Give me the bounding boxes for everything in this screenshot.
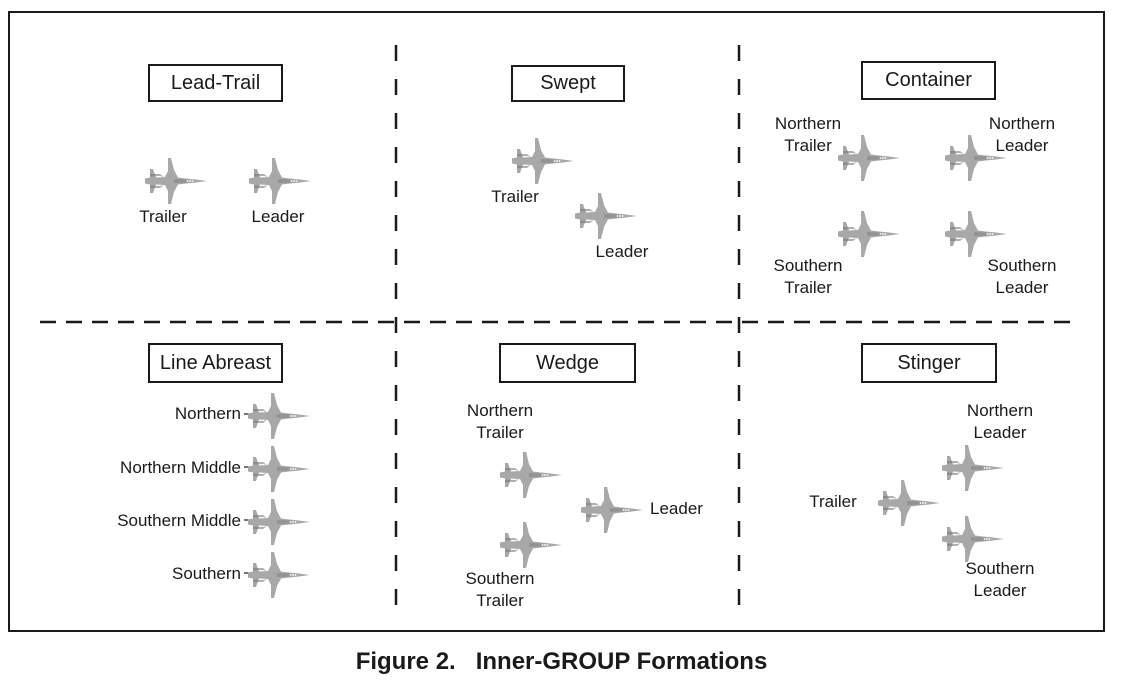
line-abreast-southern-middle-label: Southern Middle xyxy=(117,511,241,530)
line-abreast-southern-label: Southern xyxy=(172,564,241,583)
fighter-jet-icon xyxy=(511,137,575,185)
fighter-jet-icon xyxy=(499,521,563,569)
fighter-jet-icon xyxy=(837,134,901,182)
fighter-jet-icon xyxy=(877,479,941,527)
stinger-title: Stinger xyxy=(861,343,997,383)
fighter-jet-icon xyxy=(144,157,208,205)
fighter-jet-icon xyxy=(941,515,1005,563)
wedge-title: Wedge xyxy=(499,343,636,383)
fighter-jet-icon xyxy=(580,486,644,534)
fighter-jet-icon xyxy=(941,444,1005,492)
line-abreast-northern-label: Northern xyxy=(174,404,241,423)
fighter-jet-icon xyxy=(837,210,901,258)
fighter-jet-icon xyxy=(247,551,311,599)
swept-title: Swept xyxy=(511,65,625,102)
lead-trail-leader-label: Leader xyxy=(251,207,305,226)
line-abreast-title: Line Abreast xyxy=(148,343,283,383)
lead-trail-trailer-label: Trailer xyxy=(139,207,187,226)
figure-caption: Figure 2. Inner-GROUP Formations xyxy=(355,648,768,675)
swept-leader-label: Leader xyxy=(595,242,649,261)
stinger-trailer-label: Trailer xyxy=(809,492,857,511)
fighter-jet-icon xyxy=(247,445,311,493)
figure-frame xyxy=(8,11,1105,632)
fighter-jet-icon xyxy=(944,210,1008,258)
fighter-jet-icon xyxy=(247,498,311,546)
fighter-jet-icon xyxy=(499,451,563,499)
lead-trail-title: Lead-Trail xyxy=(148,64,283,102)
container-title: Container xyxy=(861,61,996,100)
line-abreast-northern-middle-label: Northern Middle xyxy=(120,458,241,477)
fighter-jet-icon xyxy=(248,157,312,205)
swept-trailer-label: Trailer xyxy=(491,187,539,206)
wedge-leader-label: Leader xyxy=(650,499,703,518)
fighter-jet-icon xyxy=(247,392,311,440)
fighter-jet-icon xyxy=(574,192,638,240)
fighter-jet-icon xyxy=(944,134,1008,182)
